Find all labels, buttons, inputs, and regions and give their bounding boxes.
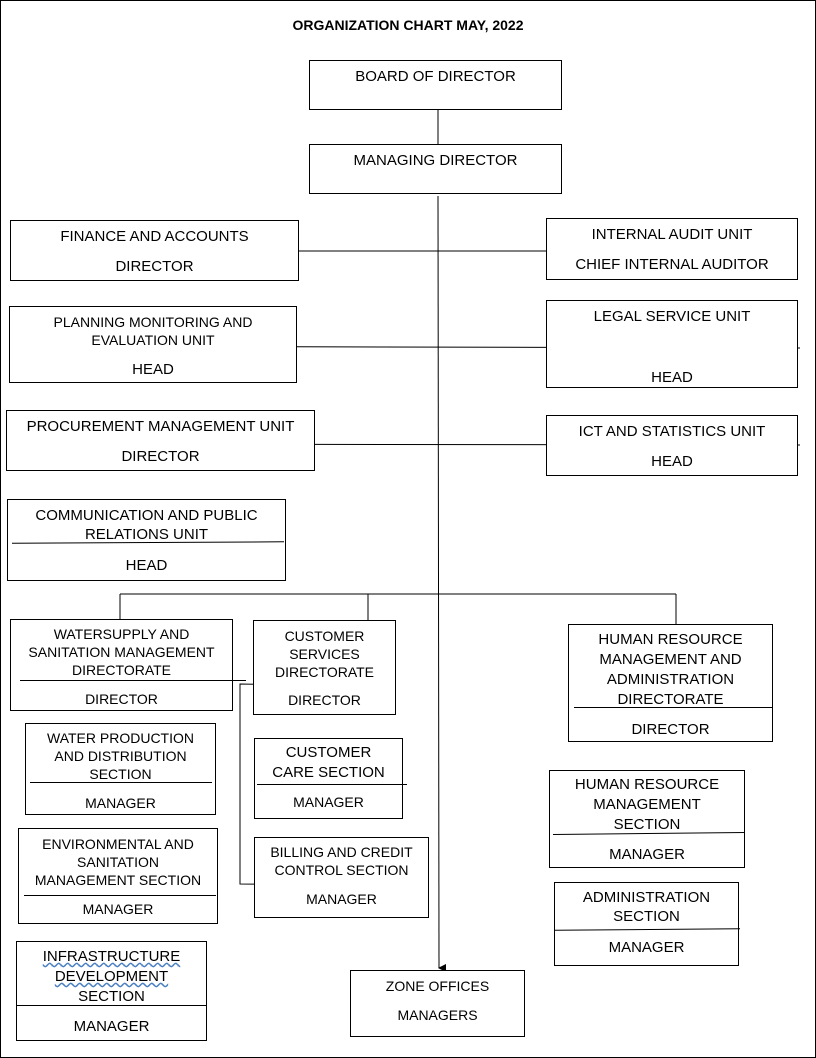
watersupply-directorate-box: WATERSUPPLY AND SANITATION MANAGEMENT DI… [10, 619, 246, 711]
communication-role: HEAD [125, 557, 168, 574]
planning-title-line2: EVALUATION UNIT [91, 332, 215, 348]
billing-role: MANAGER [306, 891, 377, 907]
legal-role: HEAD [651, 369, 693, 386]
hr-section-role: MANAGER [609, 846, 685, 863]
water-production-box: WATER PRODUCTION AND DISTRIBUTION SECTIO… [25, 723, 216, 815]
customer-services-line1: CUSTOMER [284, 628, 365, 644]
administration-divider [554, 928, 741, 931]
managing-director-box: MANAGING DIRECTOR [309, 144, 562, 194]
hr-directorate-divider [574, 707, 773, 708]
hr-directorate-line4: DIRECTORATE [617, 691, 724, 708]
zone-role: MANAGERS [397, 1007, 478, 1023]
water-production-role: MANAGER [85, 795, 156, 811]
watersupply-line1: WATERSUPPLY AND [53, 626, 190, 642]
procurement-unit-box: PROCUREMENT MANAGEMENT UNIT DIRECTOR [6, 410, 315, 471]
infrastructure-role: MANAGER [73, 1018, 150, 1035]
customer-services-role: DIRECTOR [288, 692, 361, 708]
customer-services-line3: DIRECTORATE [274, 664, 375, 680]
md-title: MANAGING DIRECTOR [353, 152, 518, 169]
administration-role: MANAGER [608, 939, 685, 956]
watersupply-role: DIRECTOR [85, 691, 158, 707]
water-production-line3: SECTION [89, 766, 152, 782]
environmental-section-box: ENVIRONMENTAL AND SANITATION MANAGEMENT … [18, 828, 218, 924]
administration-section-box: ADMINISTRATION SECTION MANAGER [554, 882, 741, 966]
hr-directorate-line2: MANAGEMENT AND [599, 651, 742, 668]
board-of-director-box: BOARD OF DIRECTOR [309, 60, 562, 110]
legal-unit-box: LEGAL SERVICE UNIT HEAD [546, 300, 798, 388]
zone-title: ZONE OFFICES [385, 978, 490, 994]
watersupply-line2: SANITATION MANAGEMENT [28, 644, 215, 660]
environmental-role: MANAGER [82, 901, 154, 917]
environmental-line3: MANAGEMENT SECTION [34, 872, 202, 888]
internal-audit-box: INTERNAL AUDIT UNIT CHIEF INTERNAL AUDIT… [546, 218, 798, 280]
procurement-title: PROCUREMENT MANAGEMENT UNIT [26, 418, 295, 435]
customer-care-box: CUSTOMER CARE SECTION MANAGER [254, 738, 407, 819]
environmental-divider [24, 895, 216, 896]
communication-title-line2: RELATIONS UNIT [84, 526, 209, 543]
environmental-line1: ENVIRONMENTAL AND [42, 836, 194, 852]
communication-unit-box: COMMUNICATION AND PUBLIC RELATIONS UNIT … [7, 499, 286, 581]
hr-directorate-box: HUMAN RESOURCE MANAGEMENT AND ADMINISTRA… [568, 624, 773, 742]
customer-services-directorate-box: CUSTOMER SERVICES DIRECTORATE DIRECTOR [253, 620, 396, 715]
watersupply-line3: DIRECTORATE [71, 662, 172, 678]
environmental-line2: SANITATION [77, 854, 159, 870]
water-production-divider [30, 782, 212, 783]
customer-services-line2: SERVICES [289, 646, 360, 662]
customer-care-line1: CUSTOMER [285, 744, 372, 761]
billing-section-box: BILLING AND CREDIT CONTROL SECTION MANAG… [254, 837, 429, 918]
hr-section-box: HUMAN RESOURCE MANAGEMENT SECTION MANAGE… [549, 770, 745, 868]
infrastructure-line1: INFRASTRUCTURE [42, 948, 181, 965]
ict-unit-box: ICT AND STATISTICS UNIT HEAD [546, 415, 798, 476]
internal-audit-title: INTERNAL AUDIT UNIT [591, 226, 753, 243]
hr-directorate-role: DIRECTOR [631, 721, 710, 738]
infrastructure-line3: SECTION [78, 988, 145, 1005]
water-production-line1: WATER PRODUCTION [47, 730, 194, 746]
customer-care-role: MANAGER [293, 794, 364, 810]
zone-offices-box: ZONE OFFICES MANAGERS [350, 970, 525, 1037]
finance-title: FINANCE AND ACCOUNTS [60, 228, 249, 245]
customer-care-line2: CARE SECTION [272, 764, 385, 781]
planning-role: HEAD [132, 361, 174, 378]
ict-title: ICT AND STATISTICS UNIT [578, 423, 766, 440]
watersupply-divider [20, 680, 246, 681]
infrastructure-section-box: INFRASTRUCTURE DEVELOPMENT SECTION MANAG… [16, 941, 207, 1041]
infrastructure-divider [17, 1005, 207, 1006]
main-spine [437, 195, 447, 972]
billing-line1: BILLING AND CREDIT [270, 844, 413, 860]
planning-title-line1: PLANNING MONITORING AND [53, 314, 253, 330]
ict-role: HEAD [651, 453, 693, 470]
planning-unit-box: PLANNING MONITORING AND EVALUATION UNIT … [9, 306, 297, 383]
administration-line1: ADMINISTRATION [582, 889, 711, 906]
water-production-line2: AND DISTRIBUTION [54, 748, 187, 764]
hr-directorate-line1: HUMAN RESOURCE [598, 631, 743, 648]
legal-title: LEGAL SERVICE UNIT [593, 308, 751, 325]
customer-care-divider [257, 784, 407, 785]
communication-title-line1: COMMUNICATION AND PUBLIC [35, 507, 258, 524]
administration-line2: SECTION [613, 908, 680, 925]
hr-section-line1: HUMAN RESOURCE [574, 776, 720, 793]
finance-role: DIRECTOR [115, 258, 194, 275]
hr-directorate-line3: ADMINISTRATION [606, 671, 735, 688]
procurement-role: DIRECTOR [121, 448, 200, 465]
billing-line2: CONTROL SECTION [274, 862, 409, 878]
hr-section-line2: MANAGEMENT [593, 796, 701, 813]
chart-title: ORGANIZATION CHART MAY, 2022 [292, 17, 524, 33]
finance-accounts-box: FINANCE AND ACCOUNTS DIRECTOR [10, 220, 299, 281]
hr-section-line3: SECTION [613, 816, 681, 833]
board-title: BOARD OF DIRECTOR [355, 68, 516, 85]
internal-audit-role: CHIEF INTERNAL AUDITOR [575, 256, 769, 273]
infrastructure-line2: DEVELOPMENT [54, 968, 169, 985]
